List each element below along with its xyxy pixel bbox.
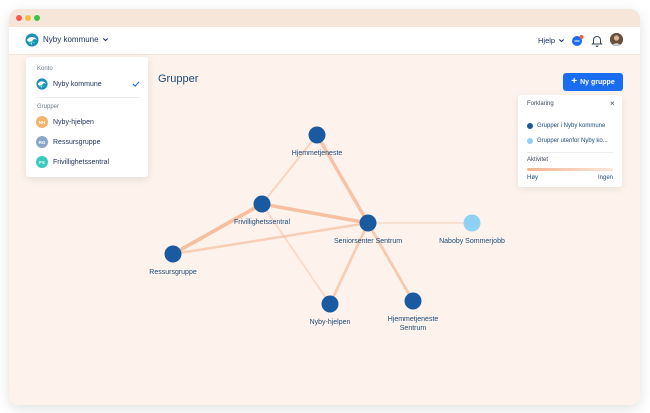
graph-node-circle[interactable] [463,214,481,232]
edge-hj-fs [260,133,319,206]
minimize-window-dot[interactable] [25,15,31,21]
page-title: Grupper [158,73,199,85]
graph-node-label: Naboby Sommerjobb [439,238,505,245]
dropdown-divider [36,97,140,98]
graph-node-fs[interactable]: Frivillighetssentral [234,195,290,227]
chevron-down-icon [102,38,108,42]
group-item-label: Frivillighetssentral [53,158,110,166]
groups-section-header: Grupper [37,104,60,110]
org-logo-icon [36,78,48,90]
graph-node-ss[interactable]: Seniorsenter Sentrum [334,214,402,246]
graph-node-circle[interactable] [164,245,182,263]
graph-node-hj[interactable]: Hjemmetjeneste [292,126,343,158]
external-group-dot-icon [527,138,533,144]
account-section-header: Konto [37,66,53,72]
graph-node-nh[interactable]: Nyby-hjelpen [310,295,351,327]
legend-item-internal: Grupper i Nyby kommune [527,123,605,129]
org-switcher-label: Nyby kommune [43,35,99,44]
group-item-label: Nyby-hjelpen [53,118,94,126]
group-item-label: Ressursgruppe [53,138,101,146]
graph-node-circle[interactable] [253,195,271,213]
graph-node-label: Seniorsenter Sentrum [334,238,402,245]
legend-none-label: Ingen [598,175,614,181]
internal-group-dot-icon [527,123,533,129]
help-label: Hjelp [538,36,556,45]
graph-node-label: Sentrum [400,325,427,332]
legend-panel: Forklaring × Grupper i Nyby kommune Grup… [518,95,622,187]
close-icon[interactable]: × [610,99,615,108]
maximize-window-dot[interactable] [34,15,40,21]
account-item-label: Nyby kommune [53,80,102,88]
edge-rg-ss [171,221,370,256]
edge-ss-nh [328,221,370,306]
group-item-nyby-hjelpen[interactable]: NH Nyby-hjelpen [36,115,140,129]
graph-node-circle[interactable] [308,126,326,144]
legend-divider [527,152,613,153]
edge-fs-ss [260,202,370,225]
legend-high-label: Høy [527,175,538,181]
edge-fs-rg [171,202,264,256]
org-logo-icon [25,33,39,47]
activity-gradient-bar [527,168,613,171]
user-avatar[interactable] [610,33,623,46]
help-menu[interactable]: Hjelp [538,36,565,45]
group-item-ressursgruppe[interactable]: RG Ressursgruppe [36,135,140,149]
org-switcher[interactable]: Nyby kommune [43,35,109,44]
top-navigation-bar: Nyby kommune Hjelp [9,27,640,55]
graph-node-label: Nyby-hjelpen [310,319,351,326]
graph-node-ns[interactable]: Naboby Sommerjobb [439,214,505,246]
messages-icon[interactable] [571,34,584,47]
edge-ss-hs [366,221,415,303]
group-initials-badge: RG [36,136,48,148]
new-group-button[interactable]: + Ny gruppe [563,73,623,91]
org-dropdown-menu: Konto Nyby kommune Grupper NH Nyby-hjelp… [26,57,148,177]
account-item-nyby-kommune[interactable]: Nyby kommune [36,77,140,91]
chevron-down-icon [559,39,565,43]
graph-node-label: Ressursgruppe [149,269,197,276]
legend-internal-label: Grupper i Nyby kommune [537,123,606,129]
graph-node-label: Frivillighetssentral [234,219,290,226]
edge-hj-ss [315,133,370,225]
graph-node-circle[interactable] [404,292,422,310]
checkmark-icon [132,81,140,87]
user-avatar-icon [610,33,623,46]
new-group-button-label: Ny gruppe [580,78,615,86]
group-initials-badge: NH [36,116,48,128]
legend-external-label: Grupper utenfor Nyby ko... [537,138,608,144]
group-network-graph: HjemmetjenesteFrivillighetssentralSenior… [149,126,505,333]
graph-node-circle[interactable] [359,214,377,232]
window-titlebar [9,9,640,27]
plus-icon: + [571,76,578,87]
group-initials-badge: FS [36,156,48,168]
legend-item-external: Grupper utenfor Nyby ko... [527,138,608,144]
legend-activity-label: Aktivitet [527,157,549,163]
graph-node-circle[interactable] [321,295,339,313]
close-window-dot[interactable] [16,15,22,21]
bell-icon[interactable] [591,34,603,47]
edge-fs-nh [261,203,331,305]
graph-node-label: Hjemmetjeneste [292,150,343,157]
graph-node-rg[interactable]: Ressursgruppe [149,245,197,277]
legend-title: Forklaring [527,101,554,107]
graph-node-label: Hjemmetjeneste [388,316,439,323]
group-item-frivillighetssentral[interactable]: FS Frivillighetssentral [36,155,140,169]
